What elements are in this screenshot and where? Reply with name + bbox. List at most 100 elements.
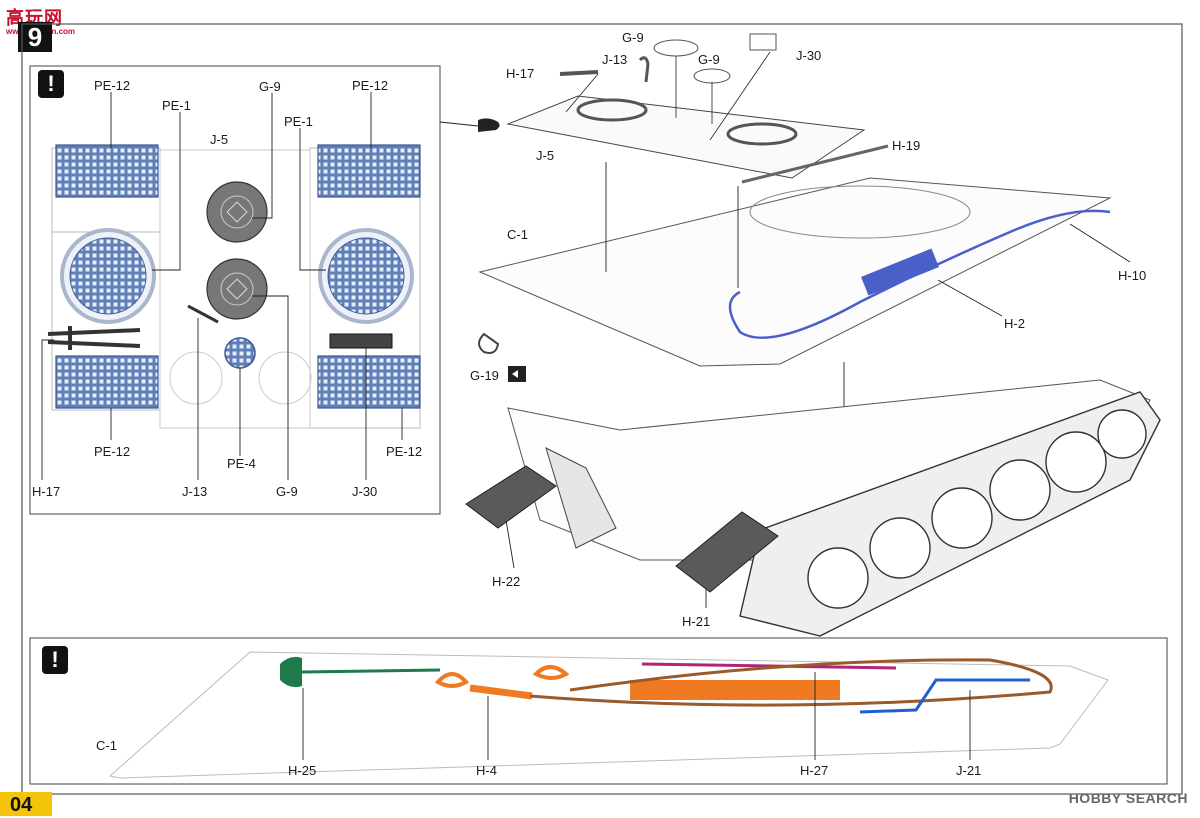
assembly-arrows — [605, 162, 845, 408]
pointing-hand-icon — [478, 118, 500, 132]
label-j13: J-13 — [182, 484, 207, 499]
detail-part-labels: PE-12 PE-1 G-9 J-5 PE-1 PE-12 PE-12 PE-1… — [32, 78, 422, 499]
cap-g9-bottom-inner — [220, 272, 254, 306]
detail-panel: PE-12 PE-1 G-9 J-5 PE-1 PE-12 PE-12 PE-1… — [29, 65, 441, 515]
part-j30-3d — [749, 33, 777, 51]
hull-top-c1 — [478, 177, 1112, 367]
cap-g9-top-inner — [220, 195, 254, 229]
leader-h17 — [565, 73, 599, 113]
grille-pe12-top-left — [55, 144, 159, 198]
tow-cable-brown — [529, 658, 1053, 707]
detail-leader-lines — [41, 92, 403, 480]
brand-watermark: HOBBY SEARCH — [1068, 790, 1188, 806]
label-h17: H-17 — [32, 484, 60, 499]
label-h4: H-4 — [476, 763, 497, 778]
part-h17-tool — [47, 326, 141, 350]
hatch-left — [169, 351, 223, 405]
rear-exhaust — [545, 447, 617, 549]
part-g9-cap-b — [693, 68, 731, 84]
label-j30: J-30 — [352, 484, 377, 499]
label-pe12-bottom-right: PE-12 — [386, 444, 422, 459]
orange-tool-bundle — [630, 680, 840, 700]
part-j21 — [859, 678, 1030, 714]
label-j30: J-30 — [796, 48, 821, 63]
main-assembly: G-9 G-9 J-13 H-17 J-30 J-5 H-19 C-1 H-10… — [439, 30, 1161, 637]
deck-fan-left — [576, 98, 648, 122]
road-wheels — [807, 409, 1147, 609]
cap-g9-bottom-square — [226, 278, 248, 300]
engine-deck-j5 — [506, 95, 866, 179]
label-g9-a: G-9 — [622, 30, 644, 45]
label-h19: H-19 — [892, 138, 920, 153]
part-h22-mudflap — [465, 465, 557, 529]
label-h22: H-22 — [492, 574, 520, 589]
g19-option-arrow — [512, 370, 518, 378]
deck-center-plate — [159, 149, 311, 429]
page-frame — [21, 23, 1183, 795]
grille-pe4 — [224, 337, 256, 369]
cap-g9-top — [206, 181, 268, 243]
label-j21: J-21 — [956, 763, 981, 778]
label-g19: G-19 — [470, 368, 499, 383]
label-c1: C-1 — [507, 227, 528, 242]
label-pe12-bottom-left: PE-12 — [94, 444, 130, 459]
orange-loop — [532, 665, 570, 680]
cap-g9-top-square — [226, 201, 248, 223]
part-h21-mudflap — [675, 511, 779, 593]
step-number-badge: 9 — [18, 22, 52, 52]
part-h17-3d — [559, 70, 599, 76]
side-panel-frame — [29, 637, 1168, 785]
label-g9-top: G-9 — [259, 79, 281, 94]
grille-pe12-top-right — [317, 144, 421, 198]
page-number: 04 — [0, 792, 52, 816]
label-g9-b: G-9 — [698, 52, 720, 67]
main-part-labels: G-9 G-9 J-13 H-17 J-30 J-5 H-19 C-1 H-10… — [470, 30, 1146, 629]
label-h27: H-27 — [800, 763, 828, 778]
label-pe12-top-left: PE-12 — [94, 78, 130, 93]
part-h2-bundle — [861, 248, 939, 296]
label-pe1-right: PE-1 — [284, 114, 313, 129]
label-h17: H-17 — [506, 66, 534, 81]
part-h25-shovel-blade — [280, 656, 302, 688]
label-pe12-top-right: PE-12 — [352, 78, 388, 93]
part-g19-shackle — [478, 332, 500, 354]
label-j13: J-13 — [602, 52, 627, 67]
part-g9-cap-a — [653, 39, 699, 57]
part-h25-shovel-handle — [301, 668, 441, 674]
label-h25: H-25 — [288, 763, 316, 778]
side-part-labels: C-1 H-25 H-4 H-27 J-21 — [96, 738, 981, 778]
pointer-line — [439, 121, 479, 127]
grille-pe12-bottom-left — [55, 355, 159, 409]
label-pe1-left: PE-1 — [162, 98, 191, 113]
part-h19-rod — [741, 144, 889, 184]
label-g9-bottom: G-9 — [276, 484, 298, 499]
warning-icon-detail: ! — [38, 70, 64, 98]
side-leader-lines — [302, 672, 971, 760]
hull-turret-ring — [749, 185, 971, 239]
part-h4-cable — [469, 684, 533, 700]
leader-j30 — [709, 51, 771, 141]
label-j5: J-5 — [536, 148, 554, 163]
hatch-right — [258, 351, 312, 405]
label-h10: H-10 — [1118, 268, 1146, 283]
part-h27-rod — [641, 662, 897, 670]
side-fender-c1 — [108, 651, 1109, 779]
grille-pe12-bottom-right — [317, 355, 421, 409]
part-h2-hose — [728, 209, 1111, 339]
part-j13-3d — [638, 56, 650, 83]
deck-fan-right — [726, 122, 798, 146]
side-panel: C-1 H-25 H-4 H-27 J-21 — [29, 637, 1168, 785]
label-j5: J-5 — [210, 132, 228, 147]
part-h4-loop — [434, 672, 470, 688]
fan-grille-right — [327, 237, 405, 315]
label-c1: C-1 — [96, 738, 117, 753]
part-j30 — [329, 333, 393, 349]
label-pe4: PE-4 — [227, 456, 256, 471]
label-h21: H-21 — [682, 614, 710, 629]
cap-g9-bottom — [206, 258, 268, 320]
warning-icon-side: ! — [42, 646, 68, 674]
part-j13-rod — [187, 304, 219, 324]
fan-grille-left — [69, 237, 147, 315]
label-h2: H-2 — [1004, 316, 1025, 331]
